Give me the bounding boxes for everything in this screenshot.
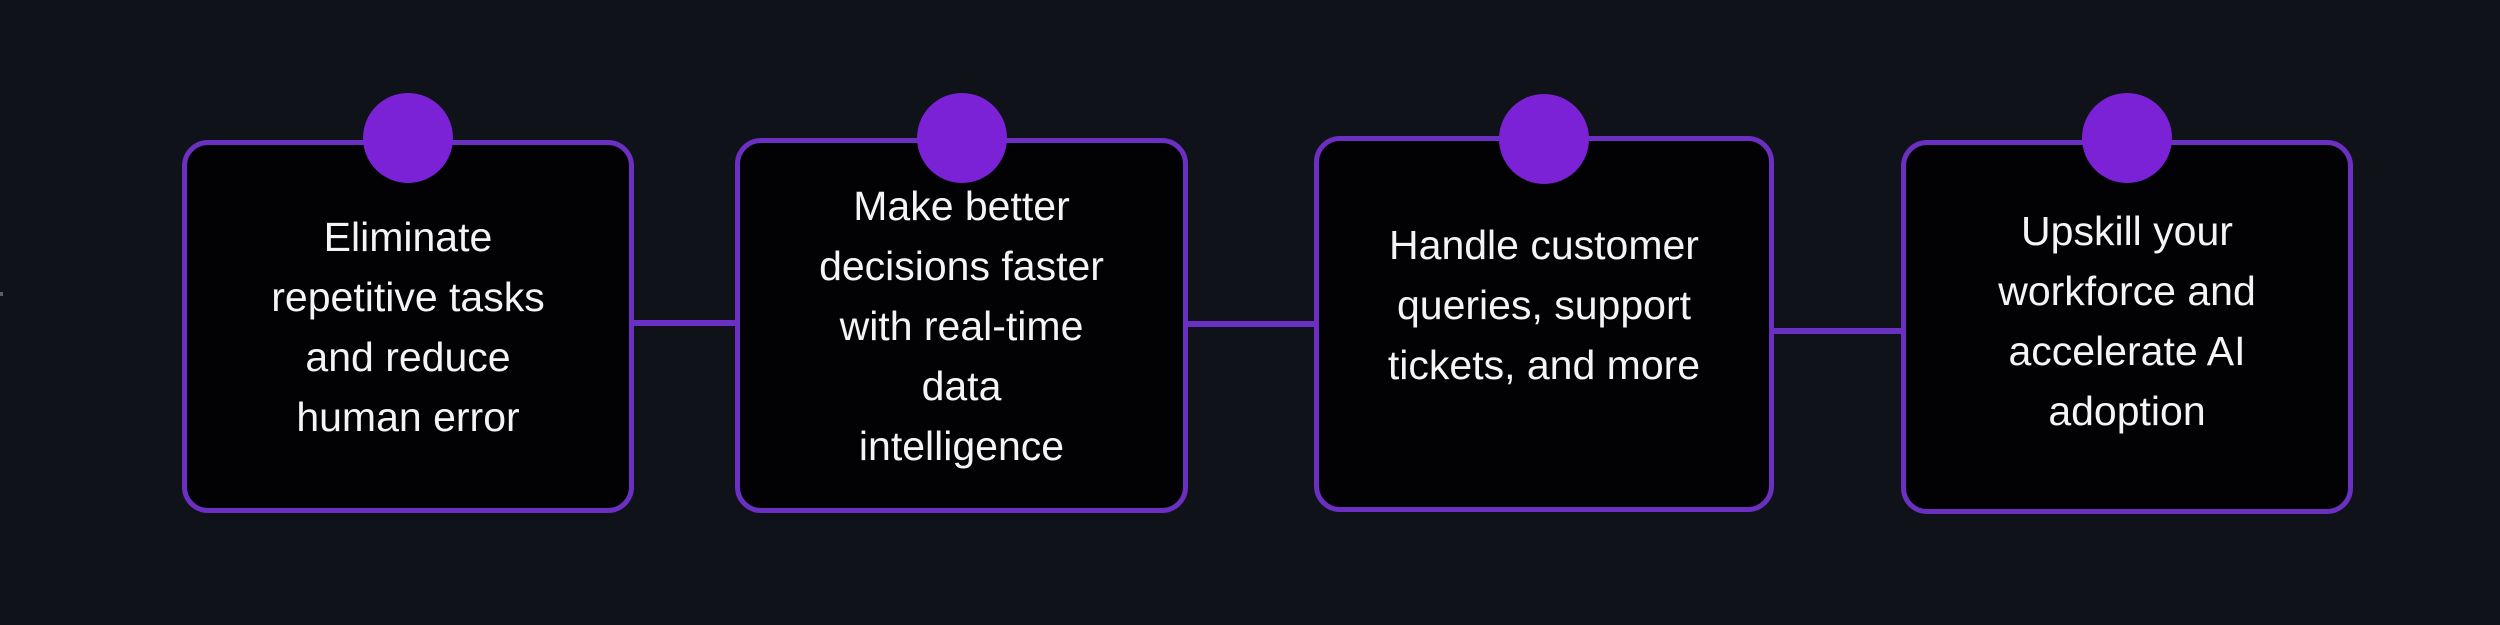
step-card-2: Make better decisions faster with real-t…: [735, 138, 1188, 513]
step-1-marker-dot: [363, 93, 453, 183]
step-2-marker-dot: [917, 93, 1007, 183]
step-card-3: Handle customer queries, support tickets…: [1314, 136, 1774, 512]
step-4-marker-dot: [2082, 93, 2172, 183]
connector-1-2: [630, 320, 740, 326]
step-2-text: Make better decisions faster with real-t…: [819, 182, 1104, 469]
connector-2-3: [1184, 321, 1318, 327]
connector-3-4: [1771, 328, 1905, 334]
step-1-text: Eliminate repetitive tasks and reduce hu…: [271, 213, 545, 440]
step-card-1: Eliminate repetitive tasks and reduce hu…: [182, 140, 634, 513]
step-3-marker-dot: [1499, 94, 1589, 184]
edge-marker: [0, 292, 3, 296]
step-card-4: Upskill your workforce and accelerate AI…: [1901, 140, 2353, 514]
step-4-text: Upskill your workforce and accelerate AI…: [1998, 208, 2256, 434]
step-3-text: Handle customer queries, support tickets…: [1387, 222, 1701, 388]
